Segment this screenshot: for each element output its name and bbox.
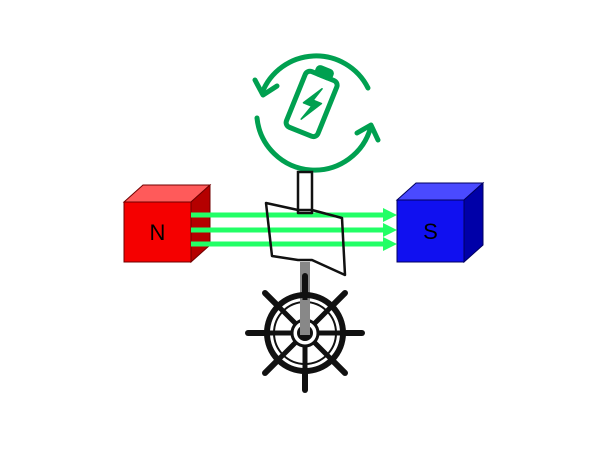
ship-wheel-outer-rim	[264, 292, 346, 374]
lightning-bolt	[300, 87, 323, 120]
recharge-arrowhead-right	[354, 122, 381, 143]
rotor-coil	[264, 201, 347, 277]
south-magnet: S	[395, 181, 485, 264]
north-magnet: N	[122, 183, 212, 264]
field-line	[191, 237, 397, 251]
recharge-arc-top	[259, 53, 371, 96]
battery-cap	[314, 65, 334, 81]
north-magnet-front	[123, 201, 192, 263]
upper-shaft	[296, 170, 314, 212]
field-line	[191, 208, 397, 222]
field-line	[191, 223, 397, 237]
north-magnet-label: N	[150, 220, 166, 245]
battery-recharge-icon	[252, 53, 381, 173]
recharge-arc-bottom	[254, 115, 374, 173]
recharge-arrowhead-left	[252, 77, 280, 98]
south-magnet-front	[396, 199, 465, 263]
field-lines	[191, 208, 397, 251]
south-magnet-label: S	[423, 219, 438, 244]
shaft-overlay	[300, 300, 310, 335]
ship-wheel-icon	[245, 273, 365, 393]
ship-wheel-handles	[245, 273, 365, 393]
